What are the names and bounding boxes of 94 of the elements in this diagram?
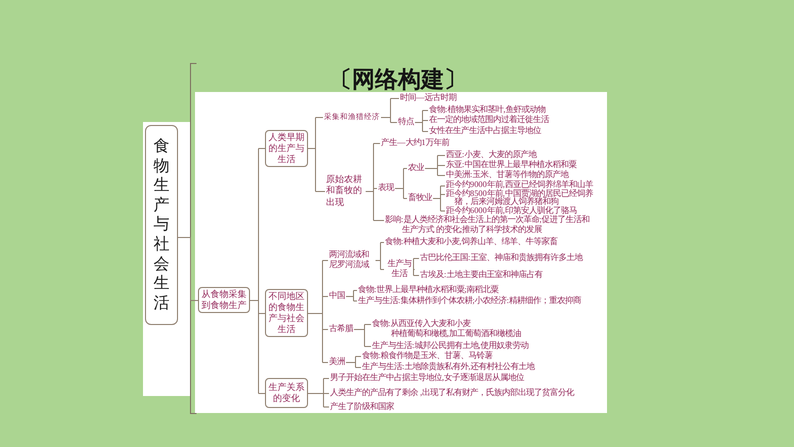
branch-text: 生产与生活:集体耕作到个体农耕;小农经济:精耕细作；重农抑商 [357, 296, 582, 306]
branch-text: 食物:世界上最早种植水稻和粟;南稻北粟 [357, 285, 500, 295]
branch-text: 畜牧业 [407, 193, 433, 203]
connector-line [413, 275, 420, 276]
branch-text: 原始农耕和畜牧的出现 [325, 174, 366, 208]
branch-text: 中国 [328, 291, 346, 301]
branch-text: 在一定的地域范围内过着迁徙生活 [428, 115, 550, 125]
connector-line [308, 260, 323, 363]
branch-text: 种植葡萄和橄榄,加工葡萄酒和橄榄油 [390, 329, 522, 339]
branch-text: 西亚:小麦、大麦的原产地 [445, 150, 538, 160]
branch-text: 古希腊 [328, 324, 354, 334]
connector-line [437, 175, 446, 176]
connector-line [380, 98, 391, 123]
connector-line [322, 329, 328, 330]
connector-line [323, 393, 330, 394]
connector-line [354, 324, 365, 347]
connector-line [346, 290, 354, 302]
connector-line [355, 356, 362, 357]
connector-line [375, 242, 381, 270]
branch-text: 表现 [377, 183, 395, 193]
connector-line [422, 110, 428, 111]
connector-line [315, 117, 324, 118]
branch-text: 特点 [397, 117, 415, 127]
branch-text: 人类生产的产品有了剩余 ,出现了私有财产，氏族内部出现了贫富分化 [329, 388, 576, 398]
connector-line [365, 143, 374, 221]
connector-line [437, 155, 446, 156]
connector-line [346, 356, 356, 368]
connector-line [394, 168, 404, 199]
main-topic-box: 食物生产与社会生活 [145, 125, 178, 326]
branch-text: 产生了阶级和国家 [329, 402, 395, 412]
branch-text: 女性在生产生活中占据主导地位 [428, 126, 542, 136]
branch-text: 距今约6000年前,印第安人驯化了骆马 [445, 206, 578, 215]
connector-line [250, 148, 259, 394]
branch-text: 食物:种植大麦和小麦,饲养山羊、绵羊、牛等家畜 [384, 237, 558, 247]
topic-box: 从食物采集到食物生产 [198, 287, 250, 313]
branch-text: 距今约8500年前,中国贾湖的居民已经饲养猪，后来河姆渡人饲养猪和狗 [445, 190, 602, 206]
connector-line [373, 143, 380, 144]
branch-text: 生产与生活 [384, 259, 415, 279]
connector-line [323, 406, 330, 408]
connector-line [315, 191, 326, 192]
connector-line [390, 98, 400, 99]
connector-line [373, 220, 384, 221]
title: 〔网络构建〕 [329, 67, 467, 93]
connector-line [390, 122, 398, 123]
connector-line [178, 237, 198, 301]
connector-line [422, 131, 428, 132]
branch-text: 中美洲:玉米、甘薯等作物的原产地 [445, 170, 570, 180]
connector-line [424, 155, 438, 176]
topic-box: 不同地区的食物生产与社会生活 [265, 289, 308, 337]
branch-text: 男子开始在生产中占据主导地位,女子逐渐退居从属地位 [329, 373, 526, 383]
connector-line [373, 188, 378, 189]
branch-text: 产生—大约1万年前 [380, 138, 451, 148]
branch-text: 古埃及:土地主要由王室和神庙占有 [419, 270, 544, 280]
topic-box: 生产关系的变化 [265, 378, 308, 408]
connector-line [322, 362, 328, 363]
branch-text: 两河流域和尼罗河流域 [328, 250, 376, 270]
connector-line [380, 269, 384, 270]
connector-line [322, 260, 328, 261]
connector-line [380, 242, 384, 243]
connector-line [432, 186, 441, 212]
branch-text: 农业 [407, 163, 425, 173]
connector-line [414, 110, 423, 132]
connector-line [413, 258, 416, 276]
branch-text: 食物:从西亚传入大麦和小麦 [371, 319, 472, 329]
connector-line [308, 117, 316, 192]
connector-line [323, 378, 330, 379]
connector-line [437, 165, 446, 166]
connector-line [353, 290, 358, 291]
branch-text: 生产与生活:城邦公民拥有土地,使用奴隶劳动 [371, 341, 530, 351]
connector-line [403, 168, 408, 169]
branch-text: 美洲 [328, 357, 346, 367]
branch-text: 东亚:中国在世界上最早种植水稻和粟 [445, 160, 578, 170]
connector-line [322, 296, 328, 297]
connector-line [440, 194, 446, 195]
connector-line [355, 367, 362, 368]
connector-line [364, 324, 372, 325]
branch-text: 时间—远古时期 [399, 93, 458, 103]
connector-line [440, 210, 446, 212]
connector-line [403, 198, 408, 199]
connector-line [422, 120, 428, 121]
connector-line [353, 300, 358, 302]
branch-text: 古巴比伦王国:王室、神庙和贵族拥有许多土地 [419, 253, 584, 263]
branch-text: 食物:植物果实和茎叶,鱼虾或动物 [428, 105, 546, 115]
connector-line [258, 148, 266, 149]
connector-line [364, 346, 372, 347]
connector-line [258, 313, 266, 314]
branch-text: 食物:粮食作物是玉米、甘薯、马铃薯 [361, 351, 494, 361]
branch-text: 距今约9000年前,西亚已经饲养绵羊和山羊 [445, 181, 594, 190]
branch-text: 影响:是人类经济和社会生活上的第一次革命;促进了生活和生产方式 的变化;推动了科学技术的发展 [384, 215, 596, 235]
connector-line [258, 393, 266, 394]
connector-line [308, 378, 324, 408]
topic-box: 人类早期的生产与生活 [265, 130, 308, 166]
branch-text: 生产与生活:土地除贵族私有外,还有村社公有土地 [361, 362, 536, 372]
connector-line [413, 258, 420, 259]
